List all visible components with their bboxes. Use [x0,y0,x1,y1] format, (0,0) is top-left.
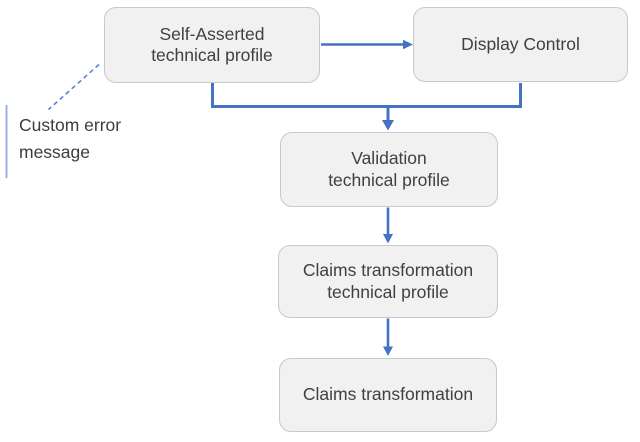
node-claims-transformation: Claims transformation [279,358,497,432]
node-display-control: Display Control [413,7,628,82]
connector-merge-bracket [211,83,522,108]
callout-dashed-line [47,63,100,111]
custom-error-message-label: Custom error message [19,115,122,162]
node-claims-transformation-technical-profile: Claims transformation technical profile [278,245,498,318]
arrow-self-asserted-to-display-control-arrowhead [403,39,413,50]
arrow-merge-to-validation-arrowhead [382,120,394,131]
node-validation-technical-profile: Validation technical profile [280,132,498,207]
arrow-validation-to-claims-profile-arrowhead [383,234,393,244]
node-self-asserted-technical-profile: Self-Asserted technical profile [104,7,320,83]
arrow-claims-profile-to-claims-arrowhead [383,346,393,356]
